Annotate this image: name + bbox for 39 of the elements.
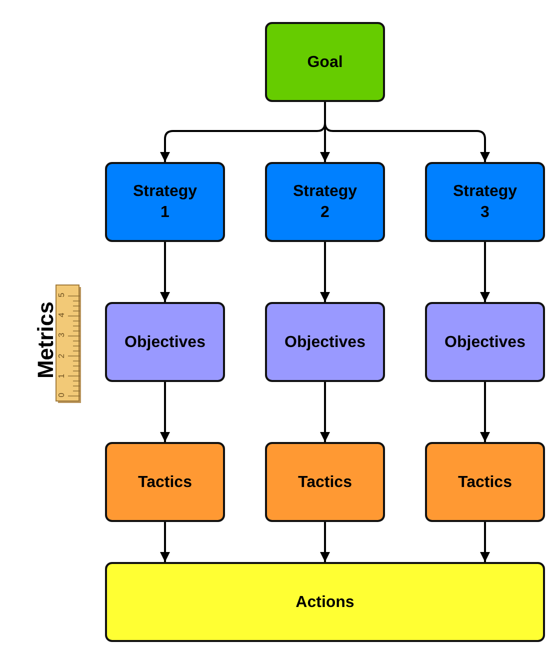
process-box <box>265 302 385 382</box>
process-box <box>425 162 545 242</box>
arrow <box>480 382 490 442</box>
arrow <box>480 242 490 302</box>
ruler-number: 1 <box>58 374 66 378</box>
ruler-number: 5 <box>58 292 66 298</box>
process-box <box>105 442 225 522</box>
arrow <box>160 382 170 442</box>
box-label: Tactics <box>138 474 192 490</box>
process-box <box>425 302 545 382</box>
ruler-number: 3 <box>58 332 66 338</box>
box-label: Tactics <box>458 474 512 490</box>
ruler-number: 4 <box>58 312 66 318</box>
ruler-number: 2 <box>58 354 66 358</box>
box-label: Tactics <box>298 474 352 490</box>
process-box <box>265 442 385 522</box>
box-label: Strategy 1 <box>132 183 198 221</box>
arrow <box>480 522 490 562</box>
arrow <box>160 242 170 302</box>
box-label: Objectives <box>444 334 526 350</box>
box-label: Actions <box>296 594 354 610</box>
box-label: Objectives <box>124 334 206 350</box>
process-box <box>105 302 225 382</box>
process-box <box>425 442 545 522</box>
arrow <box>320 522 330 562</box>
process-box <box>105 562 545 642</box>
process-box <box>265 22 385 102</box>
process-box <box>105 162 225 242</box>
arrow <box>324 102 490 162</box>
box-label: Objectives <box>284 334 366 350</box>
process-box <box>265 162 385 242</box>
arrow <box>320 242 330 302</box>
arrow <box>160 522 170 562</box>
box-label: Strategy 2 <box>292 183 358 221</box>
arrow <box>320 382 330 442</box>
box-label: Strategy 3 <box>452 183 518 221</box>
side-label: Metrics <box>35 301 57 379</box>
ruler-number: 0 <box>58 392 66 398</box>
box-label: Goal <box>307 54 343 70</box>
